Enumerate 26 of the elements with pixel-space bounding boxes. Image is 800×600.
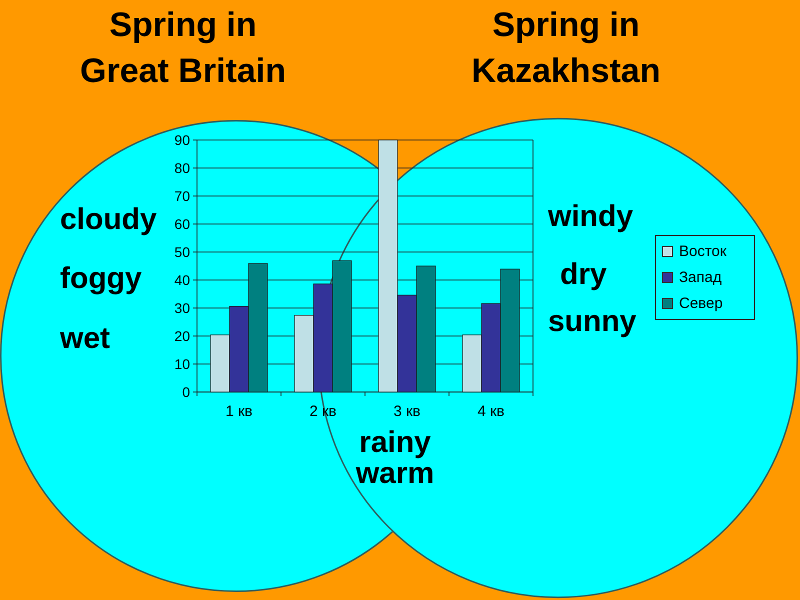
circle-heading: Spring in Great Britain bbox=[79, 5, 287, 92]
legend-label: Запад bbox=[679, 269, 722, 286]
x-tick-label: 1 кв bbox=[225, 403, 253, 420]
y-tick-label: 80 bbox=[174, 160, 190, 176]
x-tick-label: 3 кв bbox=[393, 403, 421, 420]
y-tick-label: 50 bbox=[174, 244, 190, 260]
y-tick-label: 0 bbox=[182, 384, 190, 400]
y-tick-label: 40 bbox=[174, 272, 190, 288]
y-tick-label: 20 bbox=[174, 328, 190, 344]
legend-label: Север bbox=[679, 295, 723, 312]
y-tick-label: 70 bbox=[174, 188, 190, 204]
legend-label: Восток bbox=[679, 243, 726, 260]
weather-word: sunny bbox=[548, 305, 636, 338]
x-tick-label: 4 кв bbox=[477, 403, 505, 420]
y-tick-label: 10 bbox=[174, 356, 190, 372]
y-tick-label: 60 bbox=[174, 216, 190, 232]
weather-word: windy bbox=[548, 200, 634, 233]
y-tick-label: 30 bbox=[174, 300, 190, 316]
weather-word: cloudy bbox=[60, 203, 157, 236]
weather-word: rainy bbox=[359, 426, 431, 459]
weather-word: wet bbox=[60, 322, 110, 355]
y-tick-label: 90 bbox=[174, 132, 190, 148]
weather-word: foggy bbox=[60, 262, 142, 295]
weather-word: warm bbox=[356, 457, 434, 490]
circle-heading: Spring in Kazakhstan bbox=[470, 5, 662, 92]
weather-word: dry bbox=[560, 258, 607, 291]
